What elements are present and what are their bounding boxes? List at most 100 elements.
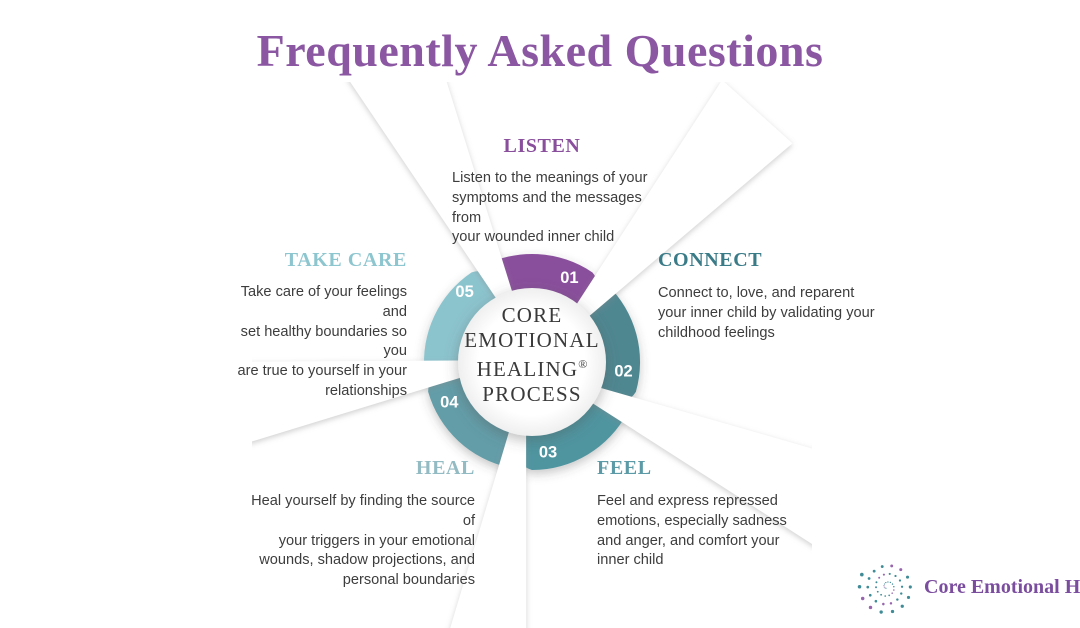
spiral-dot (868, 593, 872, 597)
spiral-dot (906, 595, 911, 600)
spiral-dot (898, 579, 902, 582)
body-line: and anger, and comfort your (597, 532, 780, 549)
wheel-blade-02 (585, 284, 640, 407)
section-take-care-body: Take care of your feelings and set healt… (217, 283, 407, 402)
section-listen-heading: LISTEN (503, 135, 581, 157)
body-line: Feel and express repressed (597, 493, 778, 509)
spiral-dot (900, 604, 904, 608)
spiral-dot (883, 586, 885, 588)
spiral-dot (883, 585, 885, 587)
separator-ray (543, 82, 793, 355)
step-number-05: 05 (455, 283, 473, 301)
center-label-line: PROCESS (482, 381, 582, 406)
logo-text: Core Emotional Healing (924, 575, 1080, 598)
section-feel-heading: FEEL (597, 457, 652, 479)
body-line: your wounded inner child (452, 229, 615, 246)
spiral-dot (890, 564, 894, 568)
body-line: personal boundaries (342, 572, 475, 589)
body-line: your inner child by validating your (658, 304, 875, 321)
spiral-dot (889, 602, 893, 605)
spiral-dot (890, 609, 895, 614)
spiral-dot (900, 592, 903, 595)
spiral-dot (894, 574, 897, 578)
spiral-dot (857, 584, 862, 589)
center-label-line: EMOTIONAL (464, 327, 600, 352)
spiral-dot (860, 572, 864, 577)
spiral-dot (875, 586, 877, 589)
spiral-dot (882, 602, 885, 606)
step-number-03: 03 (539, 444, 557, 462)
body-line: symptoms and the messages from (452, 189, 642, 226)
spiral-dot (884, 587, 886, 589)
spiral-dot (880, 593, 882, 596)
logo-spiral-icon (857, 564, 912, 614)
body-line: Connect to, love, and reparent (658, 285, 855, 301)
section-heal-body: Heal yourself by finding the source of y… (235, 492, 475, 591)
spiral-dot (885, 587, 887, 589)
spiral-dot (878, 576, 881, 579)
wheel-blade-04 (428, 363, 513, 468)
wheel-center-label: CORE EMOTIONAL HEALING® PROCESS (442, 303, 622, 406)
spiral-dot (867, 577, 871, 580)
separator-ray (542, 371, 812, 544)
page-title: Frequently Asked Questions (256, 25, 824, 76)
section-take-care-heading: TAKE CARE (284, 249, 407, 271)
spiral-dot (905, 575, 910, 579)
body-line: Heal yourself by finding the source of (251, 493, 475, 529)
spiral-dot (887, 581, 889, 583)
wheel-blade-03 (509, 400, 628, 471)
spiral-dot (866, 585, 870, 589)
spiral-dot (893, 586, 895, 588)
step-number-01: 01 (560, 269, 578, 287)
section-connect-heading: CONNECT (658, 249, 763, 271)
body-line: set healthy boundaries so you (240, 323, 407, 360)
spiral-dot (876, 590, 879, 593)
body-line: wounds, shadow projections, and (259, 552, 475, 569)
spiral-dot (883, 583, 886, 585)
center-label-line: CORE (501, 303, 563, 327)
spiral-dot (879, 610, 883, 614)
wheel-step-numbers: 01 02 03 04 05 (440, 269, 633, 462)
spiral-dot (874, 599, 878, 603)
spiral-dot (860, 596, 865, 601)
body-line: Listen to the meanings of your (452, 170, 648, 186)
step-number-02: 02 (614, 363, 632, 381)
spiral-dot (884, 595, 887, 597)
spiral-dot (900, 585, 904, 588)
spiral-dot (891, 592, 894, 594)
step-number-04: 04 (440, 393, 459, 411)
spiral-dot (888, 594, 890, 597)
spiral-dot (885, 582, 887, 584)
brand-logo: Core Emotional Healing (856, 556, 1080, 618)
spiral-dot (896, 598, 899, 601)
body-line: relationships (325, 382, 407, 399)
spiral-dot (872, 569, 876, 573)
spiral-dot (891, 583, 894, 585)
wheel-blades (424, 254, 640, 471)
body-line: emotions, especially sadness (597, 512, 787, 529)
body-line: Take care of your feelings and (240, 284, 407, 320)
section-connect-body: Connect to, love, and reparent your inne… (658, 284, 878, 343)
section-heal-heading: HEAL (415, 457, 475, 479)
center-label-line: HEALING® (476, 357, 588, 381)
spiral-dot (868, 605, 873, 610)
spiral-dot (893, 589, 895, 591)
spiral-dot (908, 585, 912, 589)
spiral-dot (882, 573, 885, 576)
section-feel-body: Feel and express repressed emotions, esp… (597, 492, 787, 571)
wheel-center-circle (458, 288, 606, 436)
wheel-blade-05 (424, 271, 504, 374)
body-line: inner child (597, 552, 664, 569)
registered-trademark-symbol: ® (578, 357, 588, 371)
body-line: are true to yourself in your (237, 363, 407, 380)
spiral-dot (899, 568, 903, 572)
spiral-dot (880, 565, 884, 568)
section-listen-body: Listen to the meanings of your symptoms … (452, 169, 662, 248)
body-line: your triggers in your emotional (278, 532, 475, 549)
wheel-blade-01 (481, 254, 599, 311)
body-line: childhood feelings (658, 324, 775, 341)
process-wheel-diagram: 01 02 03 04 05 (252, 82, 812, 628)
spiral-dot (888, 572, 891, 575)
spiral-dot (875, 581, 878, 584)
